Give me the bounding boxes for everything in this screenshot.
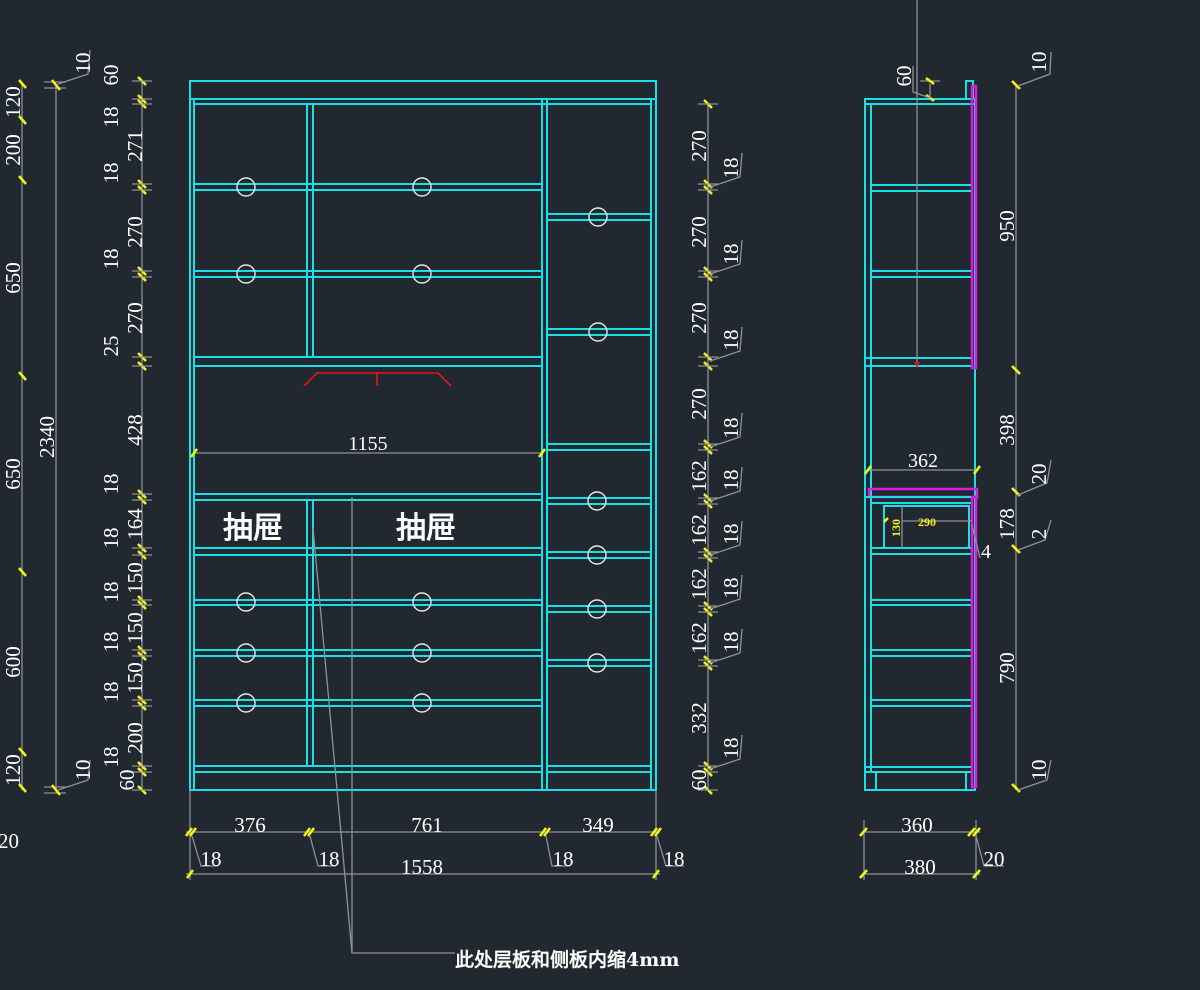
right-dim-label: 162 [687, 622, 711, 654]
left-outer-dims: 120 200 650 650 600 120 2340 10 10 20 2 [0, 49, 95, 887]
side-inner-depth-dim: 362 [908, 450, 938, 472]
left-inner-dim-label: 428 [123, 414, 147, 446]
lower-door [970, 495, 978, 789]
right-dim-label: 18 [719, 418, 743, 439]
drawer-label-right: 抽屉 [396, 511, 456, 546]
width-dim-left: 376 [234, 813, 266, 837]
right-dim-label: 18 [719, 578, 743, 599]
width-dim-right: 349 [582, 813, 614, 837]
right-dim-label: 270 [687, 130, 711, 162]
shelves-right [547, 213, 651, 773]
side-inset-dim: 4 [981, 541, 991, 563]
left-inner-dim-label: 270 [123, 302, 147, 334]
left-inner-dim-label: 18 [99, 528, 123, 549]
drawer-box [883, 505, 970, 549]
right-dim-label: 18 [719, 158, 743, 179]
left-inner-dim-label: 18 [99, 249, 123, 270]
left-inner-dim-label: 270 [123, 216, 147, 248]
front-elevation: 1155 抽屉 抽屉 此处层板和侧板内缩4mm [189, 80, 679, 971]
side-total-depth-dim: 380 [904, 855, 936, 879]
left-inner-dim-label: 18 [99, 747, 123, 768]
left-inner-dim-label: 18 [99, 632, 123, 653]
thickness-dim-2: 18 [319, 847, 340, 871]
side-drawer-height-dim: 178 [995, 508, 1019, 540]
left-dim-120-bottom: 120 [1, 754, 25, 786]
right-dim-label: 270 [687, 216, 711, 248]
side-lower-height-dim: 790 [995, 652, 1019, 684]
thickness-dim-3: 18 [553, 847, 574, 871]
side-middle-height-dim: 398 [995, 414, 1019, 446]
right-dims: 270 18 270 18 270 18 270 18 162 18 162 18 162 18 162 18… [687, 99, 743, 795]
left-dim-600: 600 [1, 646, 25, 678]
right-dim-label: 18 [719, 470, 743, 491]
left-inner-dim-label: 18 [99, 682, 123, 703]
drawer-front-top [867, 487, 979, 499]
cut-label-20: 20 [0, 829, 19, 853]
side-gap-dim: 20 [1027, 464, 1051, 485]
side-outline [864, 98, 976, 791]
left-inner-dim-label: 18 [99, 163, 123, 184]
right-dim-label: 18 [719, 330, 743, 351]
bottom-offset-dim: 10 [71, 760, 95, 781]
left-inner-dim-label: 60 [115, 770, 139, 791]
drawer-label-left: 抽屉 [223, 511, 283, 546]
cabinet-outline [189, 80, 657, 791]
upper-door [970, 84, 978, 370]
left-inner-dim-label: 164 [123, 508, 147, 540]
left-inner-dim-label: 18 [99, 474, 123, 495]
thickness-dim-4: 18 [664, 847, 685, 871]
left-inner-dim-label: 271 [123, 130, 147, 162]
drawer-box-width-dim: 290 [918, 515, 936, 529]
left-dim-120-top: 120 [1, 86, 25, 118]
left-inner-dim-label: 60 [99, 65, 123, 86]
left-inner-dim-label: 150 [123, 612, 147, 644]
width-dim-center: 761 [411, 813, 443, 837]
side-upper-height-dim: 950 [995, 210, 1019, 242]
side-drawer-gap-dim: 2 [1027, 529, 1051, 540]
side-bottom-offset-dim: 10 [1027, 760, 1051, 781]
thickness-dim-1: 18 [201, 847, 222, 871]
left-inner-dim-label: 18 [99, 107, 123, 128]
side-door-thickness-dim: 20 [984, 847, 1005, 871]
right-dim-label: 18 [719, 632, 743, 653]
top-offset-dim: 10 [71, 53, 95, 74]
left-inner-dim-label: 25 [99, 336, 123, 357]
right-dim-label: 162 [687, 460, 711, 492]
note-leader-a [312, 527, 455, 954]
left-inner-dim-label: 200 [123, 722, 147, 754]
cut-label-2: 2 [0, 863, 1, 887]
annotation-note: 此处层板和侧板内缩4mm [455, 948, 679, 971]
left-inner-dim-label: 150 [123, 662, 147, 694]
crown-panel [189, 80, 657, 100]
side-section: 60 362 290 130 4 10 950 398 20 178 2 790… [859, 0, 1052, 880]
shelves-left-center [194, 183, 542, 773]
side-top-small-dim: 60 [892, 66, 916, 87]
right-dim-label: 162 [687, 568, 711, 600]
right-dim-label: 18 [719, 524, 743, 545]
left-dim-650-a: 650 [1, 262, 25, 294]
total-width-dim: 1558 [401, 855, 443, 879]
left-dim-200: 200 [1, 134, 25, 166]
right-dim-label: 18 [719, 244, 743, 265]
right-dim-label: 270 [687, 302, 711, 334]
side-top-offset-dim: 10 [1027, 52, 1051, 73]
side-depth-dim: 360 [901, 813, 933, 837]
total-height-dim: 2340 [35, 416, 59, 458]
right-dim-label: 270 [687, 388, 711, 420]
shelf-pin-markers [236, 177, 608, 713]
hanging-rail-icon [303, 372, 452, 387]
bottom-width-dims: 376 761 349 18 18 18 18 1558 [184, 790, 685, 880]
drawer-box-height-dim: 130 [889, 519, 903, 537]
right-dim-label: 60 [687, 770, 711, 791]
right-dim-label: 162 [687, 514, 711, 546]
left-inner-dim-label: 18 [99, 582, 123, 603]
left-inner-dim-label: 150 [123, 562, 147, 594]
inner-width-dim: 1155 [348, 433, 387, 455]
right-dim-label: 332 [687, 702, 711, 734]
right-dim-label: 18 [719, 738, 743, 759]
left-dim-650-b: 650 [1, 458, 25, 490]
